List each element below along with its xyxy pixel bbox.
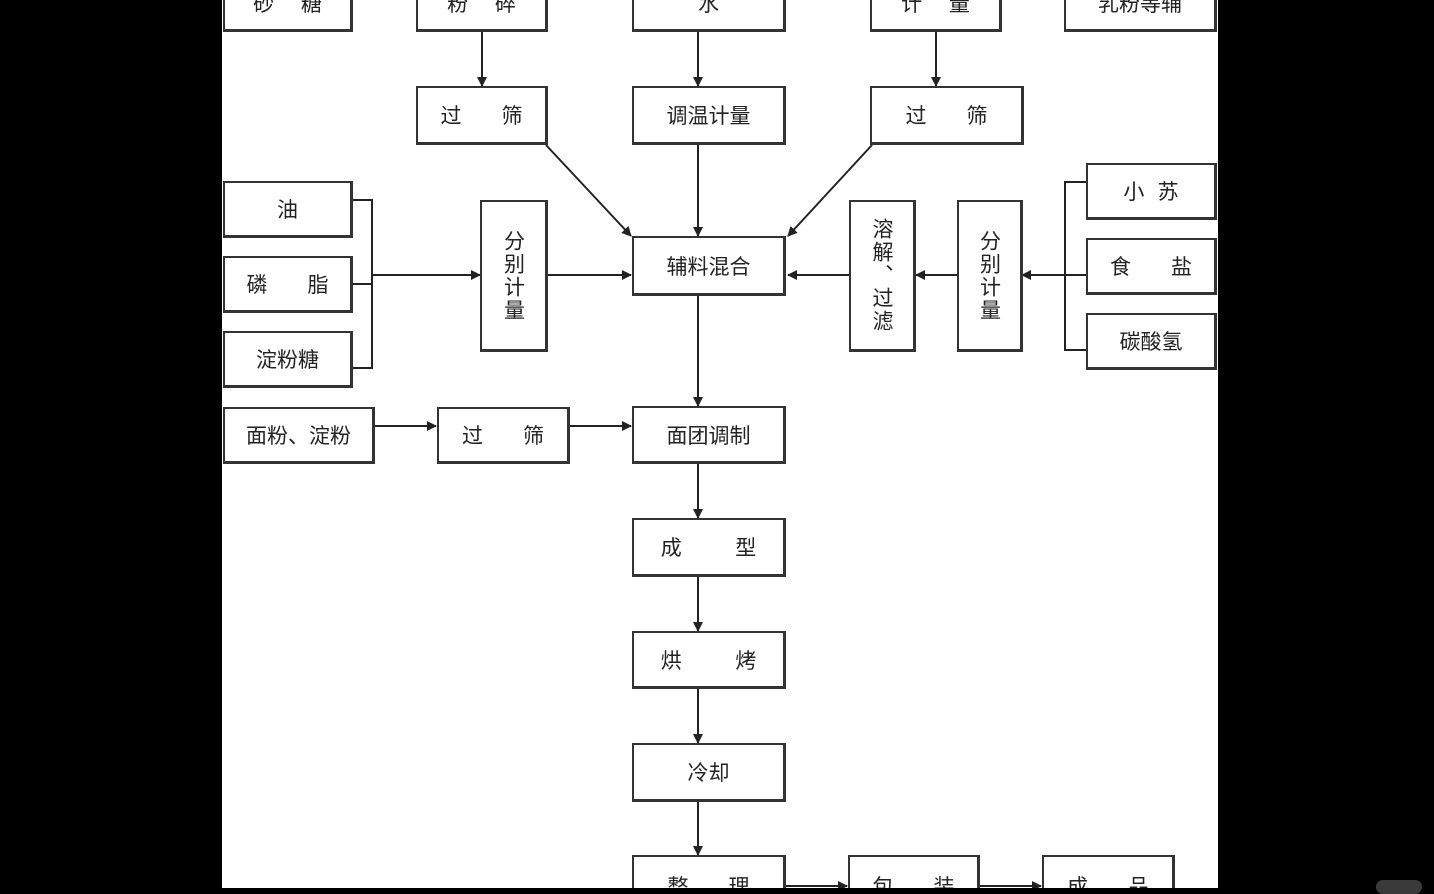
node-crush: 粉 碎 [416,0,548,32]
node-oil: 油 [223,181,353,238]
node-measure-top-label: 计 量 [901,0,970,16]
node-temper-label: 调温计量 [666,104,751,128]
node-sieve3-label: 过 筛 [461,424,545,448]
flowchart-canvas: 砂 糖 粉 碎 水 计 量 乳粉等辅 过 筛 调温计量 过 筛 油 磷 脂 淀粉… [222,0,1218,888]
node-measure-right-label: 分别计量 [977,229,1002,322]
node-flour-label: 面粉、淀粉 [246,424,351,448]
node-measure-left-label: 分别计量 [501,229,526,322]
node-mix-label: 辅料混合 [666,254,751,279]
node-finishing-label: 整 理 [667,875,750,888]
node-sieve2-label: 过 筛 [905,104,988,128]
node-soda-label: 小 苏 [1123,180,1179,204]
node-crush-label: 粉 碎 [447,0,516,16]
node-oil-label: 油 [277,198,298,222]
node-sieve1: 过 筛 [416,86,548,145]
node-forming-label: 成 型 [660,536,757,560]
node-measure-left: 分别计量 [480,200,548,352]
node-starch-syrup-label: 淀粉糖 [256,348,319,372]
node-dissolve-label: 溶解、过滤 [870,218,894,333]
node-packing: 包 装 [848,855,980,888]
node-flour: 面粉、淀粉 [223,407,375,464]
node-temper: 调温计量 [632,86,786,145]
node-forming: 成 型 [632,518,786,577]
node-sieve1-label: 过 筛 [440,104,523,128]
node-cooling: 冷却 [632,743,786,802]
bracket-right-inputs [1064,181,1086,351]
node-bicarb-label: 碳酸氢 [1119,330,1183,354]
node-soda: 小 苏 [1086,163,1217,220]
node-baking-label: 烘 烤 [660,648,757,673]
node-measure-right: 分别计量 [957,200,1023,352]
node-lecithin: 磷 脂 [223,256,353,313]
node-product: 成 品 [1042,855,1175,888]
connector-layer [352,32,1086,888]
node-cooling-label: 冷却 [687,761,730,785]
node-dissolve: 溶解、过滤 [849,200,916,352]
node-milk: 乳粉等辅 [1064,0,1217,32]
node-baking: 烘 烤 [632,631,786,689]
node-salt-label: 食 盐 [1109,255,1193,279]
node-sieve2: 过 筛 [870,86,1024,145]
node-sieve3: 过 筛 [437,407,570,464]
node-starch-syrup: 淀粉糖 [223,331,353,388]
node-dough-label: 面团调制 [666,423,751,448]
node-packing-label: 包 装 [872,875,955,888]
node-milk-label: 乳粉等辅 [1098,0,1182,16]
node-bicarb: 碳酸氢 [1086,313,1217,370]
node-sugar: 砂 糖 [223,0,353,32]
node-sugar-label: 砂 糖 [253,0,322,16]
node-dough: 面团调制 [632,406,786,464]
node-product-label: 成 品 [1066,875,1150,888]
node-water: 水 [632,0,786,32]
node-mix: 辅料混合 [632,236,786,296]
arrow-sieve2-to-mix [787,144,873,237]
node-water-label: 水 [698,0,719,16]
node-measure-top: 计 量 [870,0,1002,32]
node-salt: 食 盐 [1086,238,1217,295]
arrow-sieve1-to-mix [545,144,632,237]
watermark-pill [1376,880,1422,894]
node-finishing: 整 理 [632,855,786,888]
node-lecithin-label: 磷 脂 [246,273,329,297]
